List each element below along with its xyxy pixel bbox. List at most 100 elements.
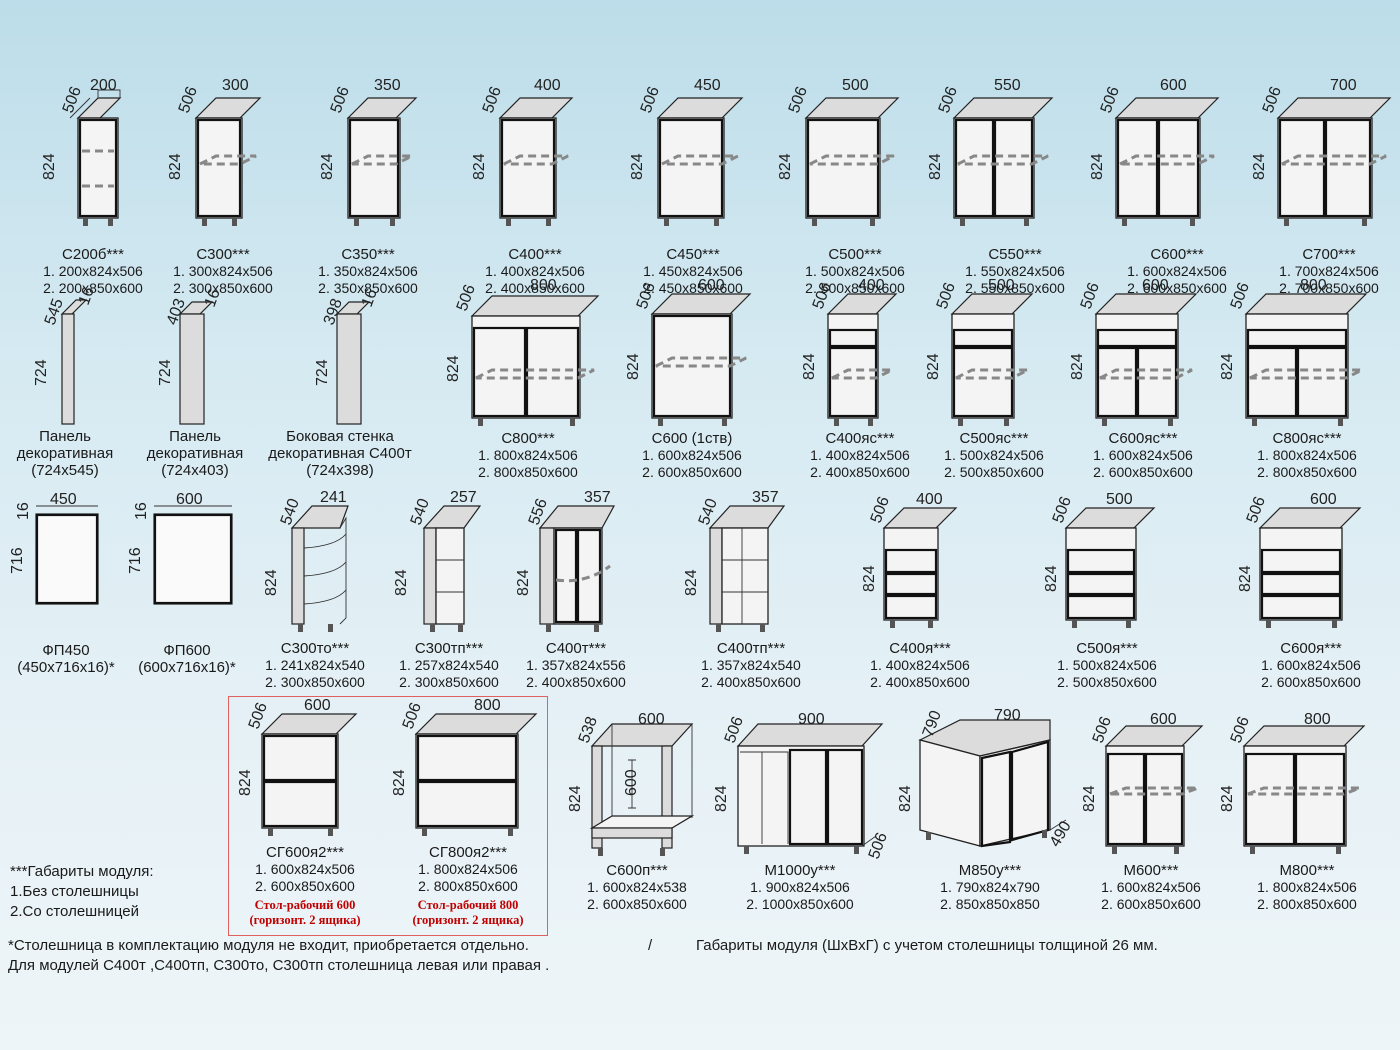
module-name: С400тп*** — [716, 640, 786, 657]
module-c300: 300 506 824 С300*** 1. 300х824х506 2. 30… — [158, 76, 288, 297]
module-size-2: 2. 400х850х600 — [526, 674, 626, 690]
module-name: С200б*** — [62, 246, 124, 263]
cabinet-drawing-c600ys: 600 506 824 — [1069, 277, 1198, 426]
module-name: Панель — [169, 428, 221, 445]
module-size-1: 1. 357х824х556 — [526, 657, 626, 673]
module-size-1: 1. 600х824х506 — [1261, 657, 1361, 673]
module-size: (724х403) — [161, 462, 229, 479]
module-name: С600 (1ств) — [651, 430, 733, 447]
dim-height: 824 — [319, 153, 336, 180]
cabinet-drawing-c400tp: 357 540 824 — [683, 489, 786, 632]
module-sg800: 800 506 824 СГ800я2*** 1. 800х824х506 2.… — [390, 696, 546, 928]
module-name: С600я*** — [1280, 640, 1342, 657]
dim-depth: 506 — [246, 700, 271, 731]
module-name: С600*** — [1150, 246, 1204, 263]
module-size-2: 2. 600х850х600 — [642, 464, 742, 480]
module-size-1: 1. 600х824х506 — [1101, 879, 1201, 895]
dim-depth: 506 — [810, 280, 835, 311]
module-size: (724х398) — [306, 462, 374, 479]
module-side398: 16 398 724 Боковая стенка декоративная С… — [265, 287, 415, 479]
module-note-1: Стол-рабочий 600 — [254, 898, 356, 912]
module-subtitle: декоративная — [146, 445, 244, 462]
module-name: С400т*** — [545, 640, 607, 657]
module-name: М1000у*** — [764, 862, 836, 879]
dim-width: 600 — [1310, 491, 1337, 508]
module-size-1: 1. 450х824х506 — [643, 263, 743, 279]
module-name: С300тп*** — [414, 640, 484, 657]
module-size: (600х716х16)* — [138, 659, 236, 676]
module-sg600: 600 506 824 СГ600я2*** 1. 600х824х506 2.… — [230, 696, 380, 928]
dim-height: 824 — [801, 353, 818, 380]
dim-width: 16 — [76, 285, 98, 308]
module-c400t: 357 556 824 С400т*** 1. 357х824х556 2. 4… — [506, 488, 646, 691]
module-size: (450х716х16)* — [17, 659, 115, 676]
module-name: С350*** — [341, 246, 395, 263]
module-c300tp: 257 540 824 С300тп*** 1. 257х824х540 2. … — [384, 488, 514, 691]
module-size: (724х545) — [31, 462, 99, 479]
cabinet-drawing-c550: 550 506 824 — [927, 77, 1054, 226]
module-size-1: 1. 400х824х506 — [485, 263, 585, 279]
module-name: С550*** — [988, 246, 1042, 263]
module-size-1: 1. 600х824х506 — [255, 861, 355, 877]
module-size-1: 1. 790х824х790 — [940, 879, 1040, 895]
module-size-1: 1. 400х824х506 — [810, 447, 910, 463]
dim-height: 724 — [314, 359, 331, 386]
module-c200b: 200 506 824 С200б*** 1. 200х824х506 2. 2… — [28, 76, 158, 297]
dim-inner: 600 — [623, 769, 640, 796]
dim-width: 400 — [858, 277, 885, 294]
module-name: С300*** — [196, 246, 250, 263]
dim-height: 824 — [629, 153, 646, 180]
facade-drawing-fp600: 600 16 716 — [127, 491, 233, 605]
module-size-1: 1. 800х824х506 — [418, 861, 518, 877]
module-c400: 400 506 824 С400*** 1. 400х824х506 2. 40… — [460, 76, 610, 297]
module-note-2: (горизонт. 2 ящика) — [249, 913, 361, 927]
dim-width: 241 — [320, 489, 347, 506]
module-note-1: Стол-рабочий 800 — [417, 898, 519, 912]
module-name: ФП450 — [42, 642, 90, 659]
dim-depth: 506 — [60, 84, 85, 115]
dim-height: 824 — [1219, 785, 1236, 812]
dim-width: 600 — [698, 277, 725, 294]
cabinet-drawing-c400: 400 506 824 — [471, 77, 574, 226]
dim-depth: 506 — [480, 84, 505, 115]
cabinet-drawing-c800ys: 800 506 824 — [1219, 277, 1368, 426]
dim-depth: 506 — [400, 700, 425, 731]
dim-height: 824 — [471, 153, 488, 180]
module-name: Боковая стенка — [286, 428, 394, 445]
dim-height: 824 — [683, 569, 700, 596]
dim-width: 357 — [752, 489, 779, 506]
module-size-1: 1. 700х824х506 — [1279, 263, 1379, 279]
legend-item-1: 1.Без столешницы — [10, 883, 139, 900]
module-size-2: 2. 400х850х600 — [701, 674, 801, 690]
module-name: С600п*** — [606, 862, 668, 879]
dim-depth: 506 — [634, 280, 659, 311]
module-size-2: 2. 500х850х600 — [805, 280, 905, 296]
dim-depth: 506 — [454, 282, 479, 313]
dim-width: 900 — [798, 711, 825, 728]
dim-width: 600 — [176, 491, 203, 508]
dim-depth: 506 — [176, 84, 201, 115]
cabinet-drawing-c500ys: 500 506 824 — [925, 277, 1034, 426]
module-name: СГ600я2*** — [266, 844, 344, 861]
cabinet-drawing-c800: 800 506 824 — [445, 277, 600, 426]
dim-height: 824 — [1069, 353, 1086, 380]
dim-height: 824 — [1219, 353, 1236, 380]
dim-height: 824 — [167, 153, 184, 180]
module-size-2: 2. 500х850х600 — [1057, 674, 1157, 690]
cabinet-drawing-c300tp: 257 540 824 — [393, 489, 482, 632]
module-size-2: 2. 800х850х600 — [478, 464, 578, 480]
cabinet-drawing-m600: 600 506 824 — [1081, 711, 1204, 854]
module-m850u: 790 790 824 490 М850у*** 1. 790х824х790 … — [897, 700, 1080, 913]
module-c700: 700 506 824 С700*** 1. 700х824х506 2. 70… — [1251, 72, 1400, 297]
module-size-2: 2. 600х850х600 — [1101, 896, 1201, 912]
dim-depth: 506 — [868, 494, 893, 525]
module-size-2: 2. 700х850х600 — [1279, 280, 1379, 296]
cabinet-drawing-c500ya: 500 506 824 — [1043, 491, 1156, 628]
module-c550: 550 506 824 С550*** 1. 550х824х506 2. 55… — [927, 76, 1090, 297]
dim-height: 824 — [445, 355, 462, 382]
module-size-1: 1. 800х824х506 — [478, 447, 578, 463]
panel-drawing-545: 16 545 724 — [33, 285, 98, 425]
cabinet-drawing-c600p: 600 600 538 824 — [567, 711, 695, 856]
module-name: С700*** — [1302, 246, 1356, 263]
module-size-2: 2. 600х850х600 — [1261, 674, 1361, 690]
